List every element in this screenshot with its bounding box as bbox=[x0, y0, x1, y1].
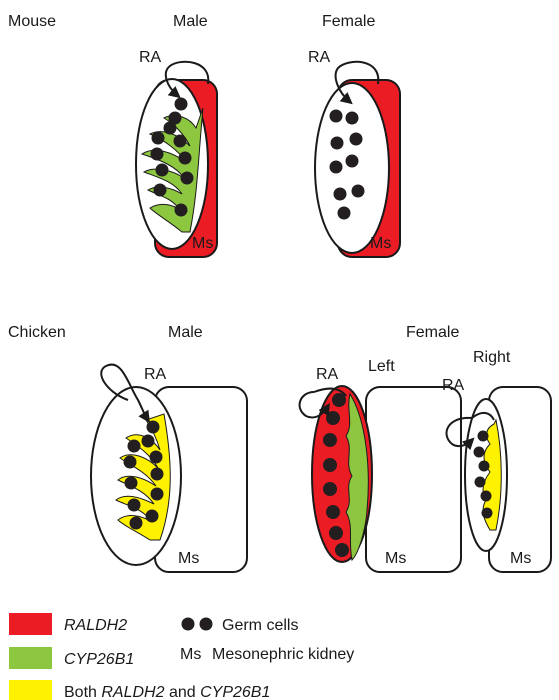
legend-cyp26b1-swatch bbox=[9, 647, 52, 669]
germ-cell bbox=[128, 440, 141, 453]
germ-cell bbox=[174, 135, 187, 148]
germ-cell bbox=[478, 431, 489, 442]
germ-cell bbox=[146, 510, 159, 523]
germ-cell bbox=[346, 112, 359, 125]
legend-ms-abbrev: Ms bbox=[180, 646, 201, 663]
germ-cell bbox=[474, 447, 485, 458]
germ-cell bbox=[330, 161, 343, 174]
germ-cell bbox=[156, 164, 169, 177]
germ-cell bbox=[330, 110, 343, 123]
germ-cell bbox=[481, 491, 492, 502]
legend-ms-meaning: Mesonephric kidney bbox=[212, 646, 354, 663]
germ-cell bbox=[475, 477, 486, 488]
chicken-female-right-ra-label: RA bbox=[442, 377, 465, 394]
legend-raldh2-swatch bbox=[9, 613, 52, 635]
germ-cell bbox=[352, 185, 365, 198]
mouse-label: Mouse bbox=[8, 13, 56, 30]
germ-cell bbox=[331, 137, 344, 150]
mouse-female-title: Female bbox=[322, 13, 375, 30]
chicken-female-left-panel: Left RA Ms bbox=[300, 358, 461, 572]
germ-cell bbox=[124, 456, 137, 469]
legend-raldh2-label: RALDH2 bbox=[64, 617, 127, 634]
chicken-male-title: Male bbox=[168, 324, 203, 341]
chicken-female-left-ms-label: Ms bbox=[385, 550, 406, 567]
germ-cell bbox=[175, 204, 188, 217]
mouse-female-panel: Female RA Ms bbox=[308, 13, 400, 257]
mouse-male-ra-label: RA bbox=[139, 49, 162, 66]
germ-cell bbox=[479, 461, 490, 472]
legend: RALDH2 CYP26B1 Both RALDH2 and CYP26B1 G… bbox=[9, 613, 354, 700]
germ-cell bbox=[151, 468, 164, 481]
germ-cell bbox=[147, 421, 160, 434]
mouse-male-ms-label: Ms bbox=[192, 235, 213, 252]
germ-cell bbox=[334, 188, 347, 201]
chicken-male-ms-label: Ms bbox=[178, 550, 199, 567]
chicken-female-left-mesonephros bbox=[366, 387, 461, 572]
germ-cell bbox=[326, 505, 340, 519]
germ-cell bbox=[329, 526, 343, 540]
legend-germ-cell-icon bbox=[182, 618, 195, 631]
germ-cell bbox=[323, 458, 337, 472]
mouse-female-ms-label: Ms bbox=[370, 235, 391, 252]
mouse-male-panel: Male RA Ms bbox=[136, 13, 217, 257]
germ-cell bbox=[128, 499, 141, 512]
germ-cell bbox=[152, 132, 165, 145]
germ-cell bbox=[346, 155, 359, 168]
mouse-male-title: Male bbox=[173, 13, 208, 30]
chicken-female-left-title: Left bbox=[368, 358, 395, 375]
chicken-female-left-ra-label: RA bbox=[316, 366, 339, 383]
germ-cell bbox=[151, 488, 164, 501]
germ-cell bbox=[350, 133, 363, 146]
chicken-male-ra-label: RA bbox=[144, 366, 167, 383]
germ-cell bbox=[181, 172, 194, 185]
germ-cell bbox=[130, 517, 143, 530]
chicken-female-title: Female bbox=[406, 324, 459, 341]
germ-cell bbox=[142, 435, 155, 448]
mouse-female-ra-label: RA bbox=[308, 49, 331, 66]
germ-cell bbox=[150, 451, 163, 464]
germ-cell bbox=[482, 508, 493, 519]
legend-both-label: Both RALDH2 and CYP26B1 bbox=[64, 684, 270, 700]
germ-cell bbox=[151, 148, 164, 161]
chicken-label: Chicken bbox=[8, 324, 66, 341]
mouse-female-gonad bbox=[315, 83, 389, 253]
germ-cell bbox=[335, 543, 349, 557]
germ-cell bbox=[175, 98, 188, 111]
germ-cell bbox=[323, 433, 337, 447]
germ-cell bbox=[332, 393, 346, 407]
germ-cell bbox=[154, 184, 167, 197]
germ-cell bbox=[326, 411, 340, 425]
germ-cell bbox=[338, 207, 351, 220]
legend-germ-cells-label: Germ cells bbox=[222, 617, 298, 634]
legend-germ-cell-icon bbox=[200, 618, 213, 631]
germ-cell bbox=[323, 482, 337, 496]
germ-cell bbox=[164, 122, 177, 135]
legend-both-swatch bbox=[9, 680, 52, 700]
germ-cell bbox=[125, 477, 138, 490]
chicken-female-right-ms-label: Ms bbox=[510, 550, 531, 567]
legend-cyp26b1-label: CYP26B1 bbox=[64, 651, 134, 668]
chicken-female-right-title: Right bbox=[473, 349, 511, 366]
chicken-male-panel: Male RA Ms bbox=[91, 324, 247, 572]
germ-cell bbox=[179, 152, 192, 165]
